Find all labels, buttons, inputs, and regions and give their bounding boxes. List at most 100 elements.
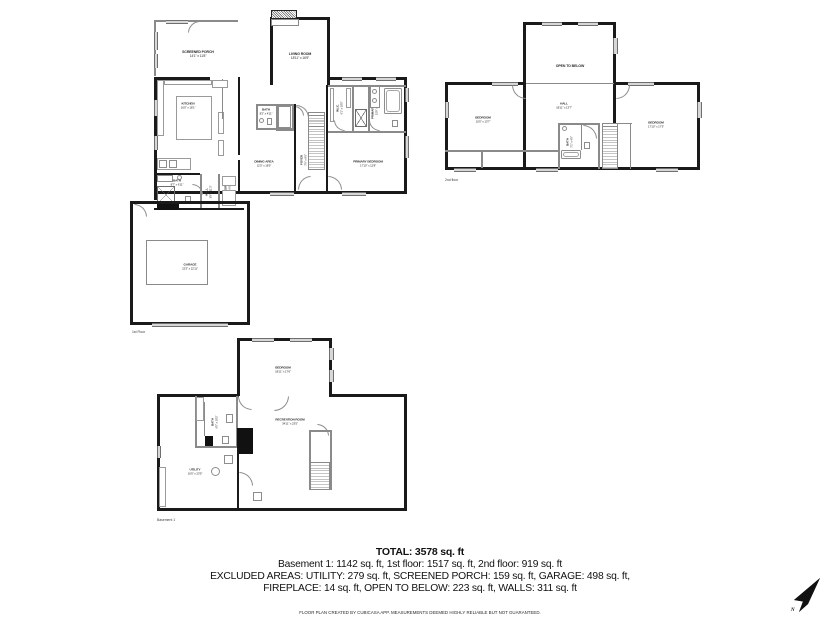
second-bath-tub	[561, 150, 581, 159]
second-wall-top-right	[613, 82, 700, 85]
recreation-door	[274, 396, 289, 411]
basement-bath-inner-partition	[204, 402, 206, 436]
center-bath-wall-bottom	[256, 128, 294, 130]
excluded-areas-line-1: EXCLUDED AREAS: UTILITY: 279 sq. ft, SCR…	[210, 571, 630, 582]
stair-rail-second	[618, 123, 632, 125]
otb-window-top-2	[578, 22, 598, 27]
foyer-wall-left	[294, 104, 297, 192]
otb-wall-left	[523, 22, 526, 84]
basement-bedroom-window-4	[329, 370, 334, 382]
south-window-2	[342, 191, 366, 196]
utility-shelf	[159, 467, 166, 507]
closet-wall-left	[445, 150, 526, 152]
wic-wall-right	[352, 86, 354, 132]
kitchen-partition	[222, 79, 224, 119]
room-label-bath-second: BATH 7'1" x 4'5"	[565, 136, 574, 148]
second-window-bottom-right	[656, 167, 678, 172]
bath-toilet-center	[267, 118, 272, 125]
bath-sink-center	[259, 118, 264, 123]
excluded-areas-line-2: FIREPLACE: 14 sq. ft, OPEN TO BELOW: 223…	[263, 583, 577, 594]
stair-rail-second-v	[630, 123, 632, 169]
basement-stair-landing	[309, 430, 331, 432]
disclaimer-text: FLOOR PLAN CREATED BY CUBICASA APP. MEAS…	[299, 610, 541, 615]
second-window-left	[445, 102, 450, 118]
bath2-sink	[177, 175, 182, 180]
floor-areas-label: Basement 1: 1142 sq. ft, 1st floor: 1517…	[277, 559, 563, 570]
main-wall-east-right	[404, 77, 407, 194]
second-floor-plan: OPEN TO BELOW BEDROOM 10'0" x 13'7" HALL…	[440, 10, 710, 190]
hall-wall-right	[218, 174, 220, 210]
room-label-bath-2: BATH 8'7" x 6'11"	[170, 178, 184, 187]
kitchen-pantry	[212, 80, 228, 88]
second-bath-wall-top	[558, 123, 600, 125]
primary-shower	[355, 109, 367, 127]
laundry-machines	[222, 176, 236, 186]
second-wall-bottom	[445, 167, 700, 170]
basement-window-left-upper	[157, 446, 162, 458]
basement-bath-wall-bottom	[195, 446, 237, 448]
second-bath-wall-left	[558, 123, 560, 169]
room-label-utility: UTILITY 16'0" x 23'5"	[187, 467, 203, 476]
room-label-bedroom-right: BEDROOM 17'10" x 17'3"	[647, 120, 665, 129]
basement-bath-wall-right	[236, 396, 238, 448]
utility-heater	[211, 467, 220, 476]
primary-bath-wall-left	[368, 86, 370, 132]
fireplace-hearth	[271, 19, 299, 26]
wic-door	[334, 120, 345, 131]
basement-bath-vanity	[226, 414, 233, 423]
dining-wall-left	[238, 77, 241, 155]
primary-vanity	[370, 86, 380, 108]
second-floor-tag: 2nd floor	[445, 178, 459, 182]
room-label-basement-bath: BATH 6'5" x 10'2"	[210, 415, 219, 429]
garage-bay-divider-2	[146, 284, 208, 286]
otb-window-top-1	[542, 22, 562, 27]
utility-door	[239, 472, 253, 486]
room-label-garage: GARAGE 22'3" x 22'11"	[182, 262, 198, 271]
second-window-right	[697, 102, 702, 118]
garage-bay-divider-1	[146, 240, 208, 242]
lower-left-wall-top	[154, 173, 200, 175]
east-window-right-1	[404, 88, 409, 102]
wic-shelf-right	[346, 88, 351, 108]
main-wall-left-bottom	[154, 194, 157, 200]
basement-plan: BEDROOM 18'11" x 17'6" RECREATION ROOM 3…	[152, 332, 412, 527]
garage-wall-left	[130, 201, 133, 325]
fireplace	[271, 10, 297, 19]
utility-box-1	[224, 455, 233, 464]
utility-box-2	[253, 492, 262, 501]
second-window-bottom-left	[454, 167, 476, 172]
basement-bedroom-window-1	[252, 338, 274, 343]
room-label-wic: W.I.C. 6'1" x 10'5"	[335, 101, 344, 115]
otb-wall-top	[523, 22, 616, 25]
room-label-dining-area: DINING AREA 11'5" x 18'5"	[254, 159, 274, 168]
second-window-bottom-mid	[536, 167, 558, 172]
center-bath-wall-right	[292, 104, 294, 130]
room-label-hall: HALL 3'9" x 11'3"	[204, 185, 213, 199]
dining-wall-left-lower	[238, 160, 241, 193]
wic-shelf-left	[330, 88, 334, 122]
closet-divider-left	[481, 150, 483, 168]
main-wall-east-top	[327, 77, 408, 80]
center-bath-wall-top	[256, 104, 294, 106]
kitchen-counter-left	[157, 80, 164, 136]
basement-floor-tag: Basement 1	[157, 518, 176, 522]
primary-suite-divider	[328, 85, 406, 87]
garage-door-opening	[152, 322, 228, 327]
utility-block	[157, 204, 179, 210]
summary-footer: TOTAL: 3578 sq. ft Basement 1: 1142 sq. …	[0, 546, 840, 594]
room-label-recreation-room: RECREATION ROOM 34'11" x 23'5"	[275, 417, 305, 426]
east-window-top	[342, 77, 362, 82]
bedroom-right-door	[616, 85, 630, 99]
south-window-1	[270, 191, 294, 196]
foyer-door-bottom	[298, 176, 311, 190]
porch-window-left	[154, 32, 158, 50]
room-label-open-to-below: OPEN TO BELOW	[555, 63, 585, 68]
primary-tub	[384, 88, 402, 114]
bedroom-left-wall-right	[523, 84, 526, 170]
foyer-door-entry	[328, 176, 342, 190]
basement-bedroom-window-2	[290, 338, 312, 343]
room-label-basement-bedroom: BEDROOM 18'11" x 17'6"	[275, 365, 291, 374]
garage-wall-top	[130, 201, 250, 204]
kitchen-sink-left	[159, 160, 167, 168]
room-label-kitchen: KITCHEN 16'0" x 18'1"	[180, 101, 196, 110]
